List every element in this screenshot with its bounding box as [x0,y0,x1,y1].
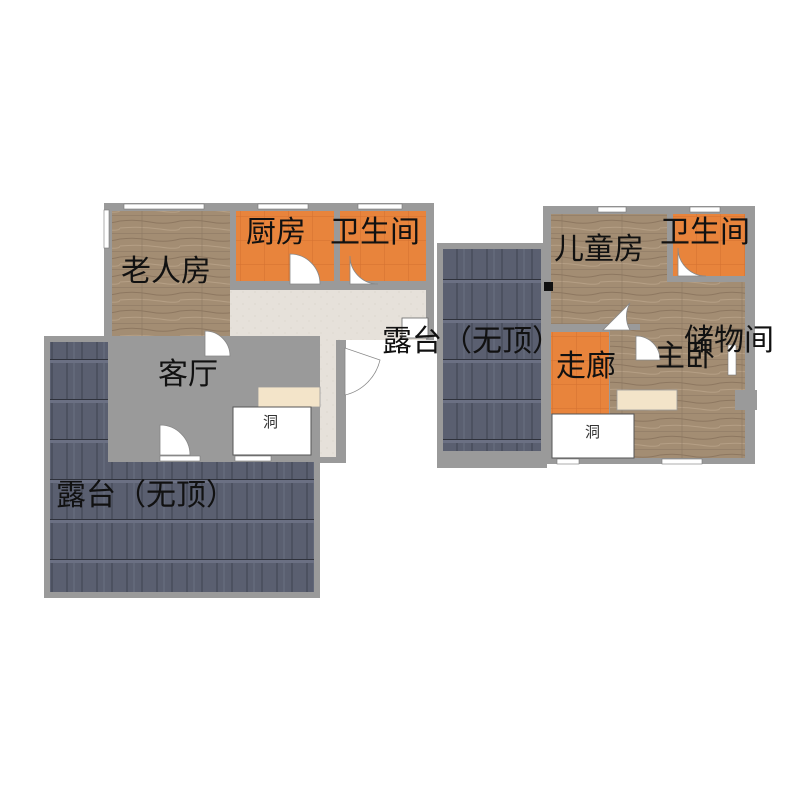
door-swing [635,335,661,361]
door-swing [349,255,379,285]
window [597,206,627,213]
column [544,282,553,291]
storage-shelf [727,344,737,376]
door-swing [677,247,707,277]
door-swing [602,302,631,331]
bathroom-right-floor [673,214,745,276]
label-corridor: 走廊 [556,349,616,384]
master-bedroom-floor [640,368,745,458]
label-kids-room: 儿童房 [554,232,644,267]
label-bathroom-right: 卫生间 [660,215,750,250]
window [556,458,580,465]
terrace-large-floor-b [50,462,314,592]
window [123,203,205,210]
window [257,203,309,210]
label-elder-room: 老人房 [121,254,211,289]
window [234,455,272,462]
wall-living-right [336,340,346,463]
label-bathroom-left: 卫生间 [330,215,420,250]
counter [257,386,321,408]
label-terrace-middle: 露台（无顶） [382,324,562,359]
window [689,206,721,213]
small-fixture [401,317,429,339]
door-swing [204,330,231,357]
wall-notch [735,390,757,410]
window [103,209,110,249]
terrace-middle-floor [443,249,541,451]
window [159,455,201,462]
label-hole-right: 洞 [585,423,601,441]
window [661,458,703,465]
label-hole-left: 洞 [263,413,279,431]
counter [616,389,678,411]
label-master-bedroom: 主卧 [655,339,715,374]
hole-right-box [551,413,635,459]
kitchen-floor [236,211,334,281]
label-terrace-large: 露台（无顶） [56,478,236,513]
label-living-room: 客厅 [158,357,218,392]
bathroom-left-floor [340,211,426,281]
corridor-floor [551,332,609,414]
label-storage: 储物间 [684,323,774,358]
hole-left-box [232,406,312,456]
door-swing [289,253,321,285]
door-swing [159,424,191,456]
label-kitchen: 厨房 [246,215,306,250]
door-swing [344,347,381,396]
window [357,203,403,210]
